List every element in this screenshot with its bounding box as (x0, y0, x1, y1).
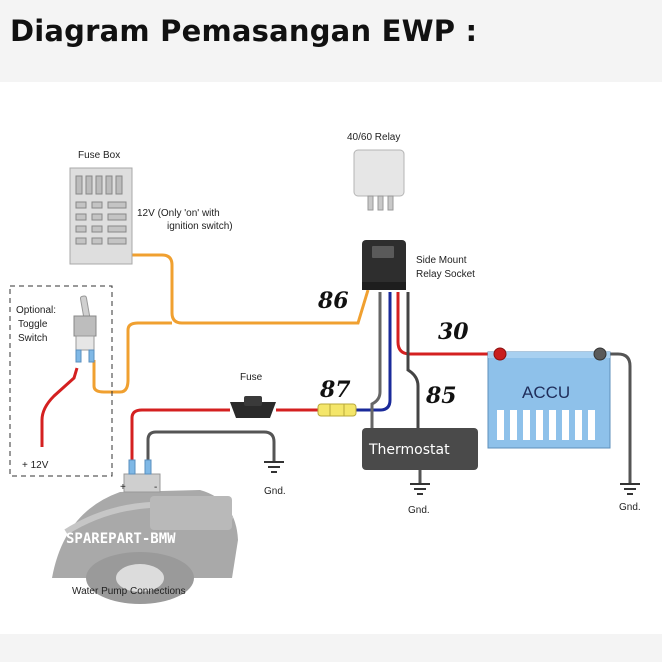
relay-label: 40/60 Relay (347, 132, 400, 143)
red-wire-30 (396, 292, 500, 356)
pin-86-label: 86 (317, 288, 349, 314)
battery-positive-terminal (493, 347, 507, 361)
pin-30-label: 30 (438, 319, 469, 345)
ground-symbol-pump (264, 461, 284, 473)
fuse-box-note-1: 12V (Only 'on' with (137, 208, 220, 219)
toggle-label-1: Optional: (16, 305, 56, 316)
blue-wire-87 (356, 292, 392, 412)
red-wire-12v (40, 367, 79, 447)
fuse-box-label: Fuse Box (78, 150, 120, 161)
gray-wire-pump-gnd (146, 430, 276, 462)
orange-wire-toggle (92, 321, 172, 394)
gnd-label-2: Gnd. (408, 505, 430, 516)
thermostat-label: Thermostat (368, 442, 450, 458)
gray-wire-battery-gnd (604, 352, 632, 484)
relay-socket (362, 240, 406, 290)
pin-85-label: 85 (425, 383, 457, 409)
gnd-label-1: Gnd. (264, 486, 286, 497)
ground-symbol-battery (620, 483, 640, 495)
fuse (230, 396, 276, 418)
fuse-box (69, 167, 133, 265)
watermark-text: SPAREPART-BMW (66, 531, 176, 547)
socket-label-1: Side Mount (416, 255, 467, 266)
toggle-switch (73, 295, 97, 363)
inline-connector-87 (317, 403, 357, 417)
header-band (0, 0, 662, 82)
water-pump (52, 459, 238, 604)
plus12v-label: + 12V (22, 460, 49, 471)
toggle-label-2: Toggle (18, 319, 48, 330)
relay-40-60 (353, 149, 405, 211)
gnd-label-3: Gnd. (619, 502, 641, 513)
page-title: Diagram Pemasangan EWP : (10, 14, 478, 48)
pump-minus-label: - (154, 482, 157, 493)
battery-negative-terminal (593, 347, 607, 361)
gray-wire-85 (370, 292, 382, 428)
fuse-label: Fuse (240, 372, 263, 383)
accu-label: ACCU (522, 383, 570, 402)
dark-wire-85 (406, 292, 420, 428)
thermostat-box (362, 428, 478, 470)
pump-plus-label: + (120, 482, 126, 493)
ground-symbol-thermostat (410, 483, 430, 495)
pump-label: Water Pump Connections (72, 586, 186, 597)
orange-wire-fusebox (132, 253, 370, 325)
fuse-box-note-2: ignition switch) (167, 221, 233, 232)
toggle-label-3: Switch (18, 333, 47, 344)
footer-band (0, 634, 662, 662)
socket-label-2: Relay Socket (416, 269, 475, 280)
battery (487, 351, 611, 449)
pin-87-label: 87 (319, 377, 351, 403)
toggle-switch-box (9, 285, 113, 477)
